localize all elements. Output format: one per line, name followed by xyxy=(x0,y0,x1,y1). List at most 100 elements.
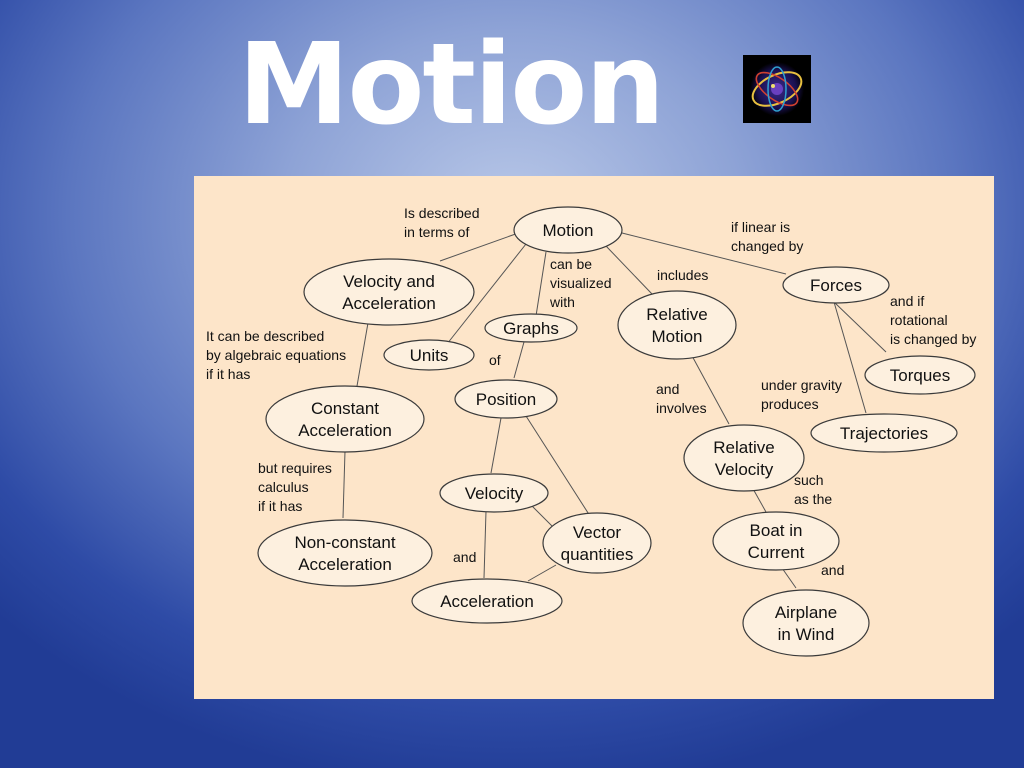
link-label-text: if it has xyxy=(206,366,250,382)
node-trajectories: Trajectories xyxy=(810,413,958,453)
node-shape xyxy=(265,385,425,453)
orbit-logo-icon xyxy=(743,55,811,123)
link-label-text: by algebraic equations xyxy=(206,347,346,363)
node-units: Units xyxy=(383,339,475,371)
node-text: Velocity xyxy=(465,484,524,503)
node-boat: Boat in Current xyxy=(712,511,840,571)
node-vector-q: Vector quantities xyxy=(542,512,652,574)
node-shape xyxy=(383,339,475,371)
node-text: Graphs xyxy=(503,319,559,338)
link-label-text: but requires xyxy=(258,460,332,476)
link-label-text: as the xyxy=(794,491,832,507)
node-text: Airplane xyxy=(775,603,837,622)
node-shape xyxy=(742,589,870,657)
link-label-text: It can be described xyxy=(206,328,324,344)
node-forces: Forces xyxy=(782,266,890,304)
node-shape xyxy=(810,413,958,453)
link-label-text: changed by xyxy=(731,238,803,254)
link-label-linear: if linear is changed by xyxy=(731,219,803,254)
node-shape xyxy=(257,519,433,587)
node-text: Velocity and xyxy=(343,272,435,291)
link-label-text: in terms of xyxy=(404,224,469,240)
node-text: Velocity xyxy=(715,460,774,479)
node-torques: Torques xyxy=(864,355,976,395)
link-label-of: of xyxy=(489,352,501,368)
node-text: Units xyxy=(410,346,449,365)
node-text: quantities xyxy=(561,545,634,564)
link-label-gravity: under gravity produces xyxy=(761,377,842,412)
node-text: Boat in xyxy=(750,521,803,540)
node-airplane: Airplane in Wind xyxy=(742,589,870,657)
node-text: Relative xyxy=(646,305,707,324)
node-text: Forces xyxy=(810,276,862,295)
link-label-text: and xyxy=(453,549,476,565)
node-text: Acceleration xyxy=(342,294,436,313)
node-shape xyxy=(411,578,563,624)
node-shape xyxy=(864,355,976,395)
link-label-text: such xyxy=(794,472,824,488)
link-label-text: is changed by xyxy=(890,331,976,347)
node-text: Vector xyxy=(573,523,622,542)
node-shape xyxy=(439,473,549,513)
node-shape xyxy=(303,258,475,326)
node-shape xyxy=(683,424,805,492)
node-motion: Motion xyxy=(513,206,623,254)
node-text: Motion xyxy=(542,221,593,240)
node-shape xyxy=(782,266,890,304)
link-label-described: Is described in terms of xyxy=(404,205,479,240)
node-text: Trajectories xyxy=(840,424,928,443)
slide-title: Motion xyxy=(238,20,665,150)
node-text: Non-constant xyxy=(294,533,395,552)
node-shape xyxy=(484,313,578,343)
node-text: Constant xyxy=(311,399,379,418)
link-label-text: and if xyxy=(890,293,924,309)
link-label-text: involves xyxy=(656,400,707,416)
concept-map-panel: Is described in terms of if linear is chang… xyxy=(194,176,994,699)
node-position: Position xyxy=(454,379,558,419)
node-text: Current xyxy=(748,543,805,562)
link-label-text: rotational xyxy=(890,312,948,328)
link-label-involves: and involves xyxy=(656,381,707,416)
link-label-text: and xyxy=(656,381,679,397)
link-label-text: with xyxy=(549,294,575,310)
node-shape xyxy=(513,206,623,254)
link-label-and-air: and xyxy=(821,562,844,578)
link-label-text: visualized xyxy=(550,275,611,291)
node-text: Motion xyxy=(651,327,702,346)
link-label-and-acc: and xyxy=(453,549,476,565)
link-labels: Is described in terms of if linear is chang… xyxy=(206,205,976,578)
node-text: Position xyxy=(476,390,536,409)
node-text: Relative xyxy=(713,438,774,457)
link-label-text: can be xyxy=(550,256,592,272)
node-acceleration: Acceleration xyxy=(411,578,563,624)
node-text: Acceleration xyxy=(298,421,392,440)
node-text: Acceleration xyxy=(440,592,534,611)
connector-lines xyxy=(342,230,887,589)
link-label-such: such as the xyxy=(794,472,832,507)
link-label-text: if it has xyxy=(258,498,302,514)
node-shape xyxy=(617,290,737,360)
node-shape xyxy=(712,511,840,571)
link-label-text: produces xyxy=(761,396,819,412)
node-shape xyxy=(542,512,652,574)
node-text: Acceleration xyxy=(298,555,392,574)
link-label-rotational: and if rotational is changed by xyxy=(890,293,976,347)
link-label-text: includes xyxy=(657,267,708,283)
node-text: Torques xyxy=(890,366,950,385)
link-label-text: of xyxy=(489,352,501,368)
link-label-text: Is described xyxy=(404,205,479,221)
node-velocity: Velocity xyxy=(439,473,549,513)
link-label-algebraic: It can be described by algebraic equation… xyxy=(206,328,346,382)
link-label-text: if linear is xyxy=(731,219,790,235)
node-text: in Wind xyxy=(778,625,835,644)
link-label-visualized: can be visualized with xyxy=(549,256,611,310)
concept-map: Is described in terms of if linear is chang… xyxy=(206,205,976,657)
link-label-text: under gravity xyxy=(761,377,842,393)
